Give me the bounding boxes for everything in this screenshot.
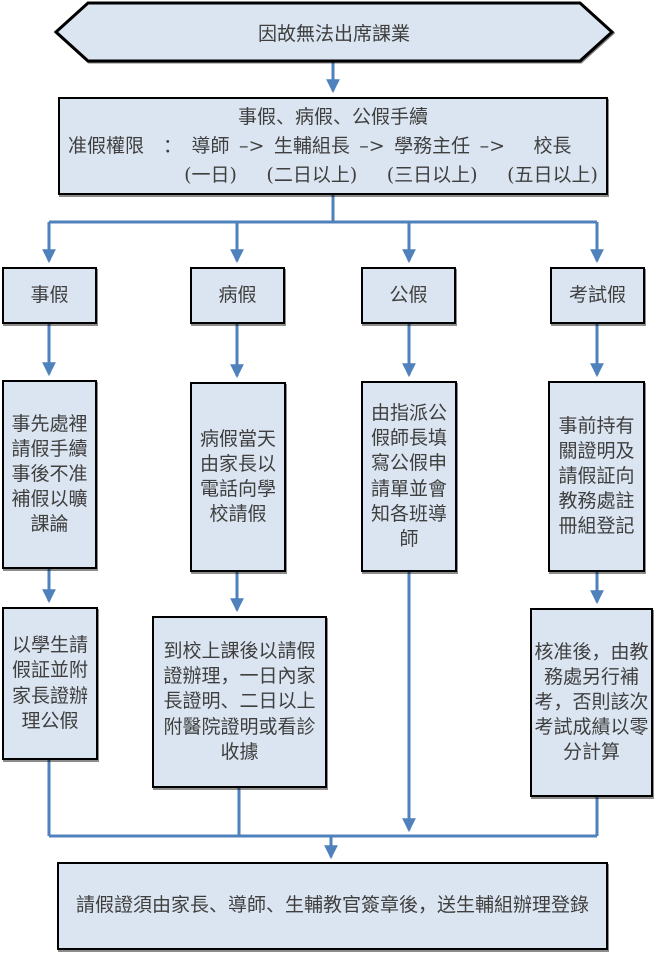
- approver-2: 生輔組長 (二日以上): [266, 132, 357, 190]
- branch-1-label-box: 事假: [2, 267, 97, 324]
- branch-2-label: 病假: [218, 283, 257, 306]
- arrow-separator-3: –>: [479, 135, 506, 157]
- branch-1-label: 事假: [30, 283, 69, 306]
- approver-2-name: 生輔組長: [273, 135, 350, 157]
- start-label: 因故無法出席課業: [257, 22, 410, 45]
- branch-1-step-2-box: 以學生請 假証並附 家長證辦 理公假: [2, 607, 98, 760]
- start-hexagon: 因故無法出席課業: [54, 1, 614, 63]
- branch-3-step-1-box: 由指派公 假師長填 寫公假申 請單並會 知各班導 師: [361, 381, 457, 572]
- permission-label: 准假權限 ：: [68, 135, 183, 157]
- approver-4: 校長 (五日以上): [507, 132, 598, 190]
- approver-1-days: (一日): [184, 164, 237, 186]
- branch-2-label-box: 病假: [190, 267, 285, 324]
- branch-4-label-box: 考試假: [550, 267, 645, 324]
- branch-2-step-1-box: 病假當天 由家長以 電話向學 校請假: [190, 382, 286, 572]
- approver-4-name: 校長: [533, 135, 572, 157]
- arrow-separator-1: –>: [238, 135, 265, 157]
- branch-4-step-2-box: 核准後，由教 務處另行補 考，否則該次 考試成績以零 分計算: [530, 608, 653, 797]
- approver-2-days: (二日以上): [266, 164, 358, 186]
- arrow-separator-2: –>: [359, 135, 385, 157]
- branch-2-step-2-box: 到校上課後以請假 證辦理，一日內家 長證明、二日以上 附醫院證明或看診 收據: [152, 616, 327, 788]
- approver-4-days: (五日以上): [507, 164, 598, 186]
- approver-1-name: 導師: [191, 135, 230, 157]
- approver-3-days: (三日以上): [386, 164, 478, 186]
- start-hexagon-shape: [54, 1, 614, 63]
- approver-3-name: 學務主任: [394, 135, 471, 157]
- branch-4-label: 考試假: [568, 283, 626, 306]
- procedure-box: 事假、病假、公假手續 准假權限 ： 導師 (一日) –> 生輔組長 (二日以上)…: [58, 97, 608, 195]
- approver-3: 學務主任 (三日以上): [387, 132, 478, 190]
- branch-4-step-1-box: 事前持有 關證明及 請假証向 教務處註 冊組登記: [548, 381, 645, 572]
- end-box: 請假證須由家長、導師、生輔教官簽章後，送生輔組辦理登錄: [57, 862, 608, 950]
- permission-row: 准假權限 ： 導師 (一日) –> 生輔組長 (二日以上) –> 學務主任 (三…: [66, 132, 600, 190]
- approver-1: 導師 (一日): [184, 132, 237, 190]
- end-label: 請假證須由家長、導師、生輔教官簽章後，送生輔組辦理登錄: [75, 894, 589, 917]
- branch-1-step-1-box: 事先處裡 請假手續 事後不准 補假以曠 課論: [2, 380, 97, 569]
- branch-3-label: 公假: [389, 283, 428, 306]
- branch-3-label-box: 公假: [361, 267, 456, 324]
- procedure-title: 事假、病假、公假手續: [237, 106, 428, 128]
